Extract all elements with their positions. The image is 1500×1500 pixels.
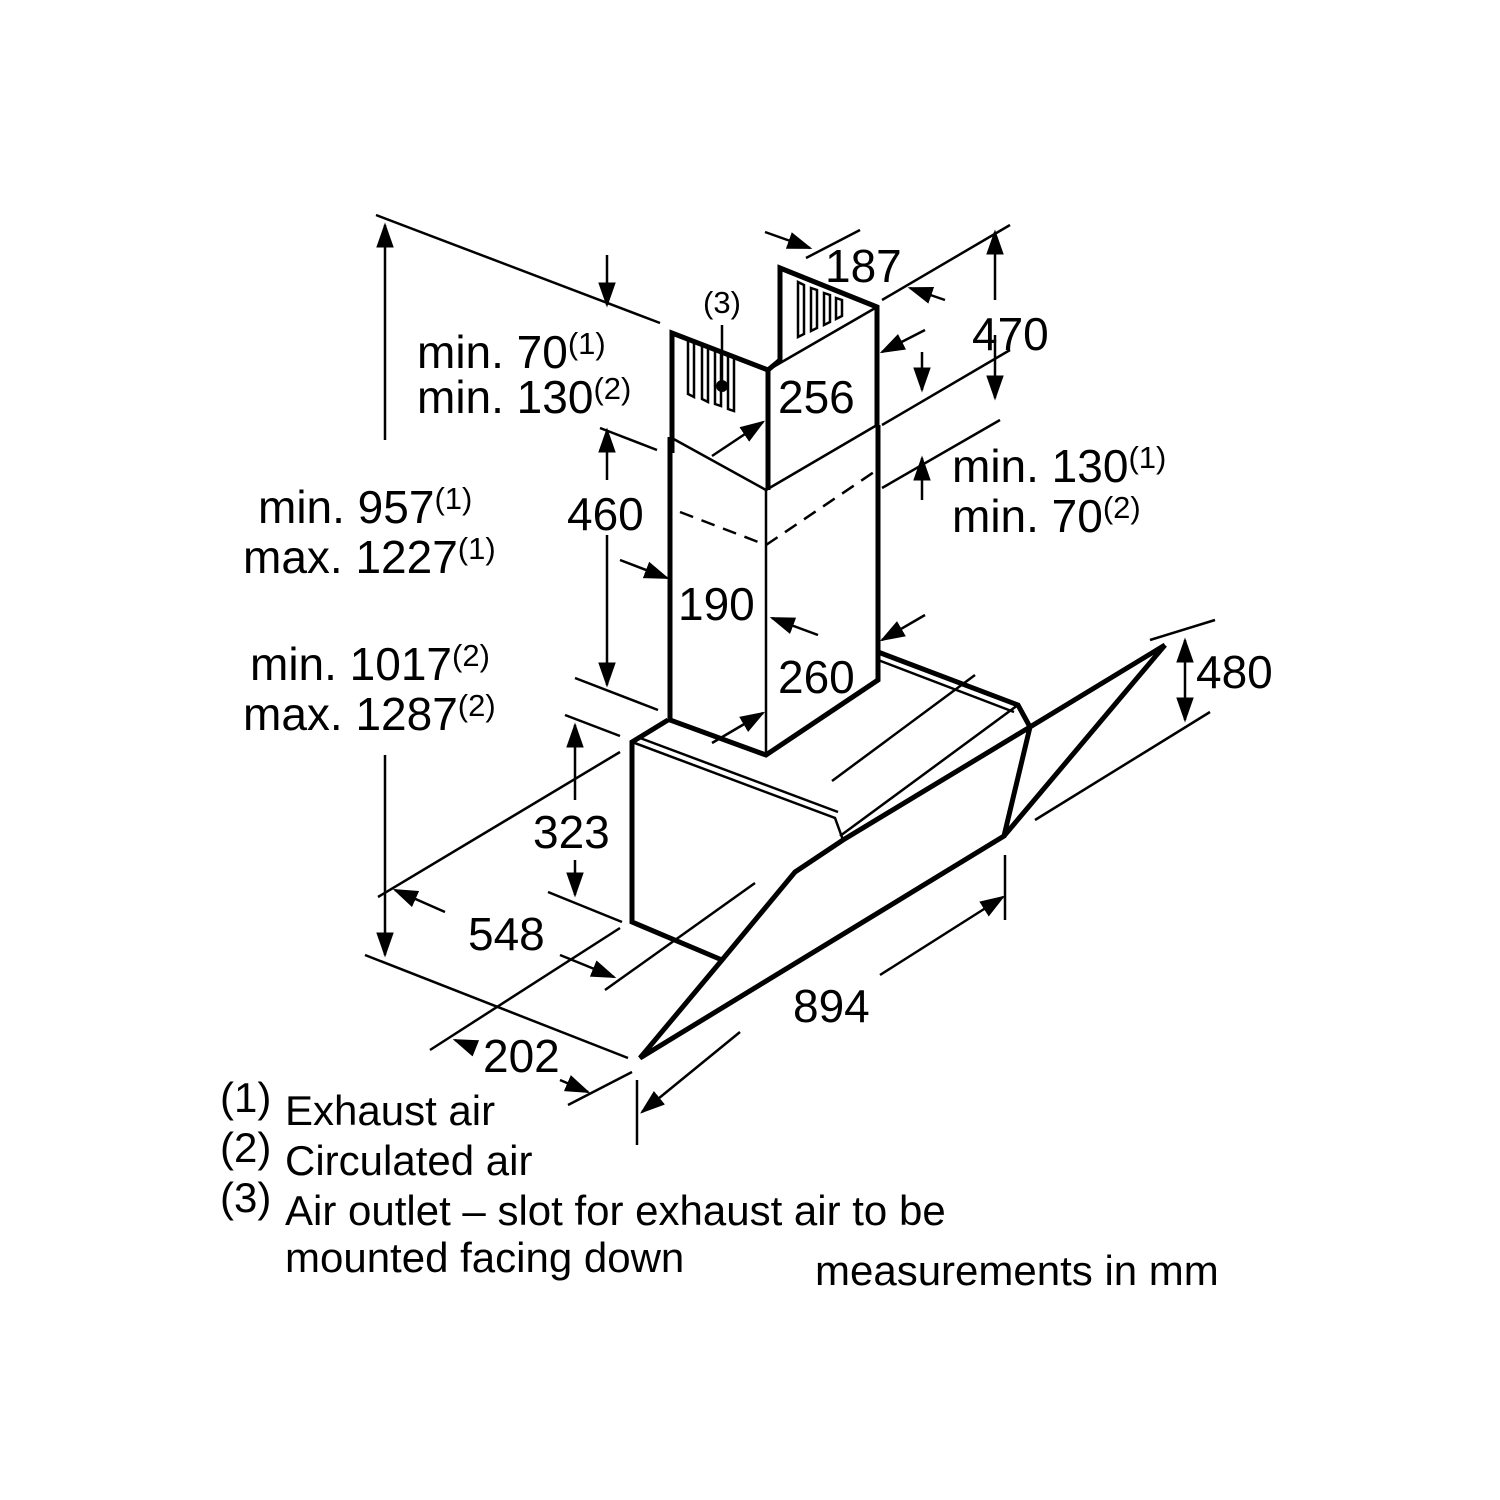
right-gap-value-1: min. 130 [952, 440, 1128, 492]
dim-190: 190 [678, 578, 755, 630]
hood-body-outline [629, 642, 1167, 1061]
legend-marker-3: (3) [220, 1174, 271, 1221]
footnote-marker: (2) [593, 371, 631, 406]
legend-marker-2: (2) [220, 1124, 271, 1171]
right-gap-line1: min. 130(1) [952, 440, 1166, 492]
exhaust-height-max: max. 1227 [243, 531, 458, 583]
circulated-height-line1: min. 1017(2) [250, 638, 490, 690]
legend-text-3b: mounted facing down [285, 1234, 684, 1281]
dimension-lines [364, 213, 1216, 1145]
units-note: measurements in mm [815, 1247, 1219, 1294]
right-gap-value-2: min. 70 [952, 490, 1103, 542]
right-gap-line2: min. 70(2) [952, 490, 1141, 542]
exhaust-height-line1: min. 957(1) [258, 481, 472, 533]
upper-gap-value-1: min. 70 [417, 326, 568, 378]
dim-548: 548 [468, 908, 545, 960]
exhaust-height-line2: max. 1227(1) [243, 531, 496, 583]
upper-gap-line2: min. 130(2) [417, 371, 631, 423]
exhaust-height-min: min. 957 [258, 481, 434, 533]
circulated-height-max: max. 1287 [243, 688, 458, 740]
dim-187: 187 [825, 240, 902, 292]
note-3-label: (3) [703, 285, 741, 320]
legend-marker-1: (1) [220, 1074, 271, 1121]
footnote-marker: (2) [458, 688, 496, 723]
footnote-marker: (1) [568, 326, 606, 361]
dim-480: 480 [1196, 646, 1273, 698]
footnote-marker: (1) [1128, 440, 1166, 475]
footnote-marker: (1) [458, 531, 496, 566]
upper-gap-line1: min. 70(1) [417, 326, 606, 378]
air-outlet-slot-icon [686, 279, 844, 413]
legend: (1) Exhaust air (2) Circulated air (3) A… [220, 1074, 946, 1281]
footnote-marker: (2) [1103, 490, 1141, 525]
circulated-height-line2: max. 1287(2) [243, 688, 496, 740]
dim-470: 470 [972, 308, 1049, 360]
dim-894: 894 [793, 980, 870, 1032]
dim-323: 323 [533, 806, 610, 858]
footnote-marker: (2) [452, 638, 490, 673]
dim-260: 260 [778, 651, 855, 703]
legend-text-3: Air outlet – slot for exhaust air to be [285, 1187, 946, 1234]
legend-text-1: Exhaust air [285, 1087, 495, 1134]
dim-256: 256 [778, 371, 855, 423]
upper-gap-value-2: min. 130 [417, 371, 593, 423]
circulated-height-min: min. 1017 [250, 638, 452, 690]
dim-460: 460 [567, 488, 644, 540]
legend-text-2: Circulated air [285, 1137, 532, 1184]
footnote-marker: (1) [434, 481, 472, 516]
chimney-outline [667, 264, 881, 758]
dim-202: 202 [483, 1030, 560, 1082]
